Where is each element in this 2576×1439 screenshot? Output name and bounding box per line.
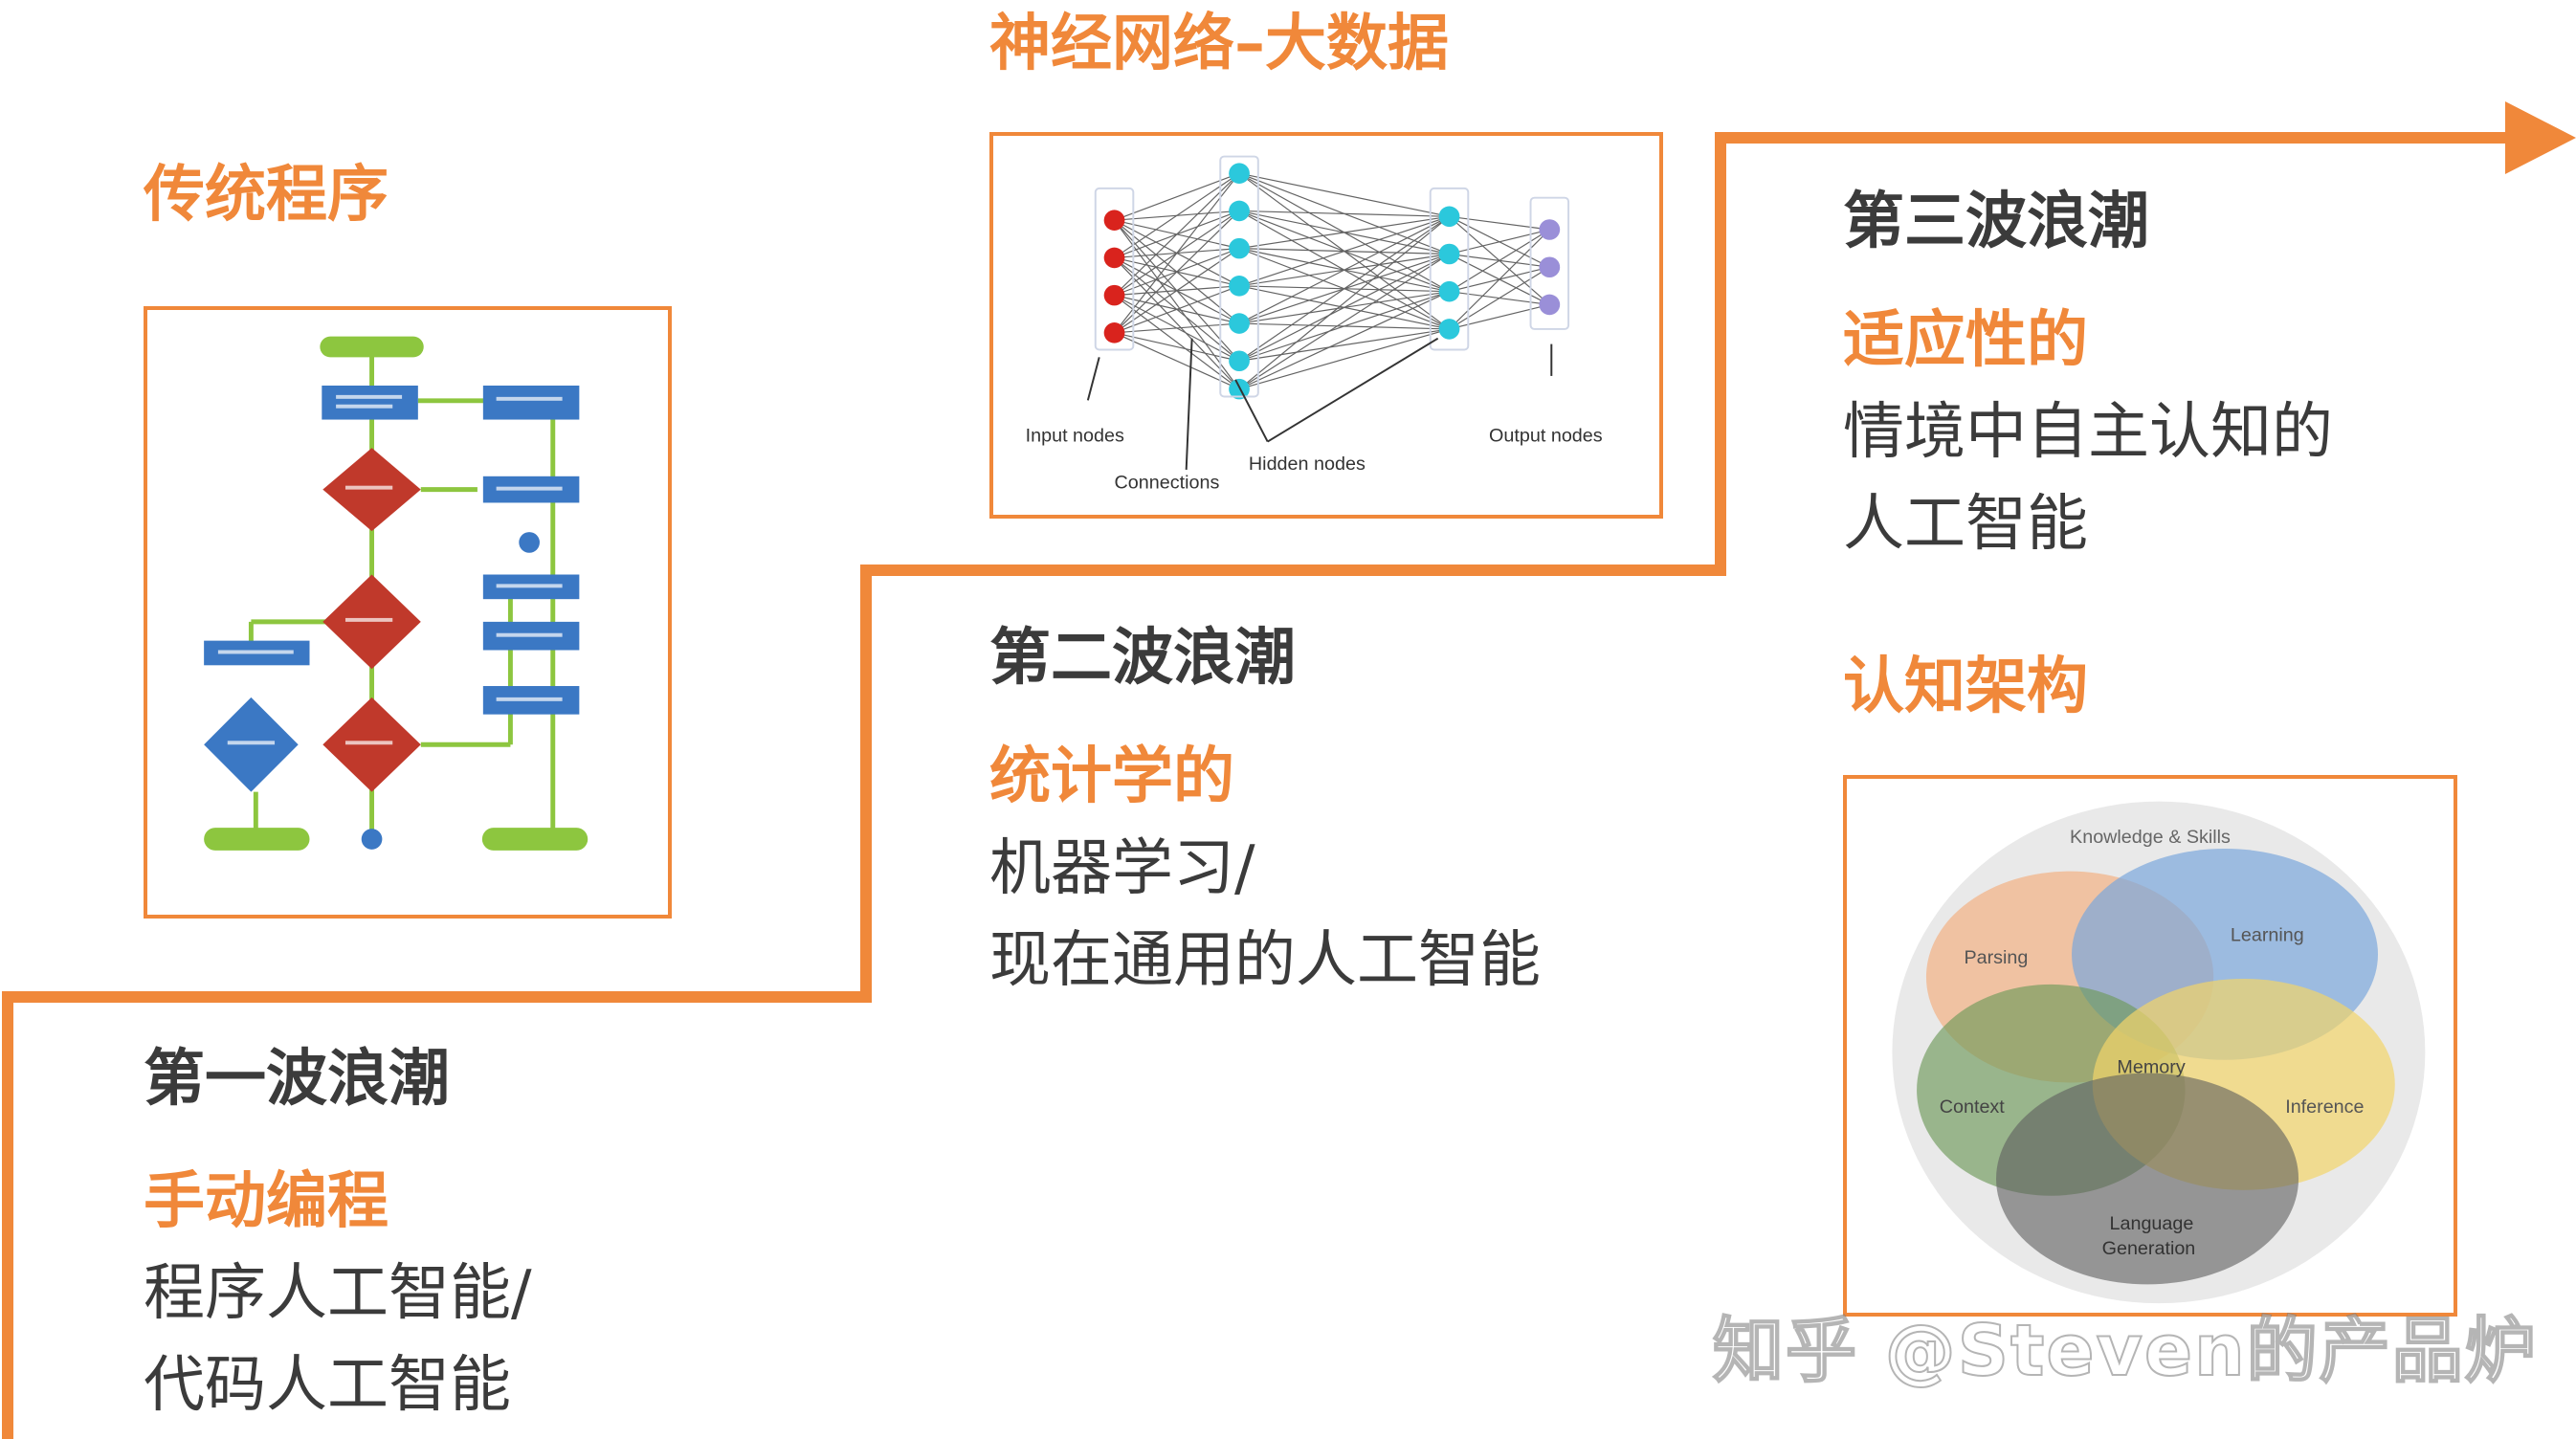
cognitive-architecture-title: 认知架构 <box>1843 652 2088 722</box>
hidden-nodes-label: Hidden nodes <box>1249 454 1366 475</box>
flowchart-image <box>144 306 672 919</box>
nn-connection <box>1114 172 1240 258</box>
wave1-line-1: 程序人工智能/ <box>144 1258 532 1329</box>
nn-connection <box>1238 254 1450 390</box>
nn-hidden-node <box>1229 163 1250 184</box>
nn-connection <box>1449 215 1550 231</box>
nn-input-node <box>1103 322 1125 343</box>
neural-network-title: 神经网络–大数据 <box>989 9 1449 79</box>
nn-connection <box>1449 229 1550 255</box>
nn-connection <box>1449 266 1550 330</box>
output-nodes-label: Output nodes <box>1489 426 1603 447</box>
nn-connection <box>1114 332 1240 390</box>
wave3-line-2: 人工智能 <box>1843 489 2088 560</box>
nn-hidden-node <box>1438 319 1460 340</box>
nn-connection <box>1114 219 1240 390</box>
nn-output-node <box>1539 294 1561 316</box>
nn-input-node <box>1103 284 1125 306</box>
venn-label-learning: Learning <box>2231 925 2304 946</box>
nn-hidden-node <box>1229 378 1250 400</box>
wave3-heading: 第三波浪潮 <box>1843 187 2149 257</box>
nn-connection <box>1238 328 1450 362</box>
nn-hidden-node <box>1229 313 1250 334</box>
venn-label-language: Language <box>2110 1213 2194 1234</box>
arrow-head <box>2505 101 2576 174</box>
connections-label: Connections <box>1115 473 1220 494</box>
nn-connection <box>1114 172 1240 221</box>
input-nodes-label: Input nodes <box>1026 426 1124 447</box>
venn-label-memory: Memory <box>2117 1057 2185 1078</box>
nn-connection <box>1238 328 1450 390</box>
wave2-line-2: 现在通用的人工智能 <box>989 925 1541 996</box>
nn-connection <box>1114 322 1240 334</box>
nn-connection <box>1114 332 1240 362</box>
venn-diagram-image: Knowledge & Skills Parsing Learning Memo… <box>1843 775 2457 1317</box>
nn-connection <box>1238 291 1450 362</box>
nn-hidden-node <box>1229 200 1250 222</box>
wave1-subheading: 手动编程 <box>144 1166 389 1237</box>
nn-input-node <box>1103 247 1125 269</box>
nn-hidden-node <box>1229 237 1250 259</box>
wave1-line-2: 代码人工智能 <box>144 1350 511 1421</box>
nn-connection <box>1449 229 1550 330</box>
nn-connection <box>1114 172 1240 334</box>
wave2-heading: 第二波浪潮 <box>989 623 1296 694</box>
nn-connection <box>1114 172 1240 297</box>
nn-output-node <box>1539 256 1561 278</box>
venn-label-inference: Inference <box>2285 1096 2364 1118</box>
watermark: 知乎 @Steven的产品炉 <box>1712 1309 2538 1393</box>
venn-label-context: Context <box>1940 1096 2006 1118</box>
nn-connection <box>1238 215 1450 390</box>
traditional-program-title: 传统程序 <box>144 160 389 231</box>
nn-hidden-node <box>1229 276 1250 297</box>
nn-connection <box>1238 291 1450 390</box>
wave2-subheading: 统计学的 <box>989 742 1234 812</box>
venn-label-generation: Generation <box>2102 1238 2196 1259</box>
nn-connection <box>1238 172 1450 217</box>
nn-hidden-node <box>1438 243 1460 265</box>
wave3-line-1: 情境中自主认知的 <box>1843 397 2333 468</box>
nn-connection <box>1238 215 1450 287</box>
nn-connection <box>1114 295 1240 390</box>
nn-connection <box>1114 257 1240 390</box>
nn-connection <box>1114 248 1240 334</box>
nn-connection <box>1449 229 1550 293</box>
nn-output-node <box>1539 219 1561 240</box>
nn-hidden-node <box>1438 206 1460 228</box>
wave3-subheading: 适应性的 <box>1843 305 2088 376</box>
nn-connection <box>1238 215 1450 324</box>
nn-connection <box>1238 253 1450 362</box>
nn-input-node <box>1103 210 1125 231</box>
nn-hidden-node <box>1229 350 1250 372</box>
nn-connection <box>1114 210 1240 334</box>
wave1-heading: 第一波浪潮 <box>144 1044 450 1115</box>
venn-outer-label: Knowledge & Skills <box>2070 827 2231 848</box>
nn-connection <box>1449 303 1550 330</box>
nn-hidden-node <box>1438 280 1460 302</box>
venn-label-parsing: Parsing <box>1964 947 2028 968</box>
nn-connection <box>1238 215 1450 250</box>
wave2-line-1: 机器学习/ <box>989 833 1255 904</box>
neural-network-image: Input nodes Connections Hidden nodes Out… <box>989 132 1663 519</box>
nn-connection <box>1238 215 1450 362</box>
nn-connection <box>1239 210 1450 217</box>
nn-connection <box>1114 285 1240 334</box>
